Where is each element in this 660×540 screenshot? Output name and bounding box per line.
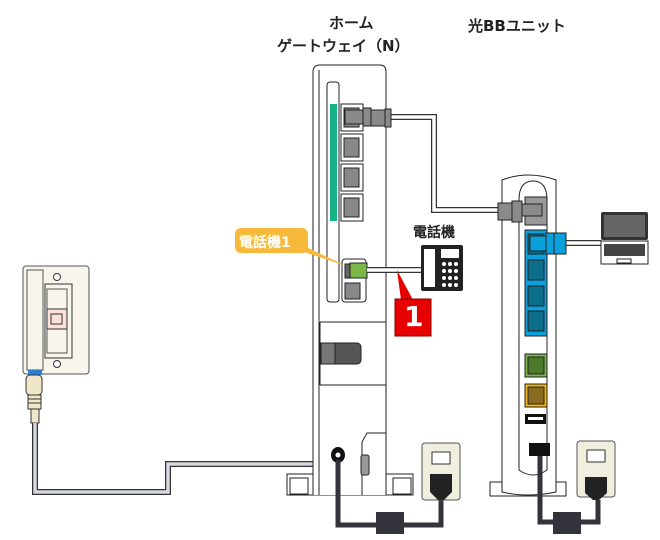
telephone-label: 電話機	[413, 225, 455, 241]
home-gateway	[286, 64, 414, 496]
wall-jack-icon	[22, 265, 90, 424]
power-plug-icon	[430, 474, 607, 500]
gateway-title-line2: ゲートウェイ（N）	[277, 37, 410, 55]
hikari-bb-unit	[489, 174, 567, 497]
phone-port-callout: 電話機1	[239, 235, 291, 251]
step-badge: 1	[404, 300, 424, 333]
lan-plug-gateway	[344, 107, 392, 128]
phone-port-1[interactable]	[349, 262, 368, 279]
hikari-unit-title: 光BBユニット	[468, 17, 566, 35]
laptop-icon	[600, 212, 649, 265]
telephone-icon	[421, 245, 463, 291]
status-led-bar	[330, 104, 337, 221]
gateway-title-line1: ホーム	[329, 14, 374, 32]
